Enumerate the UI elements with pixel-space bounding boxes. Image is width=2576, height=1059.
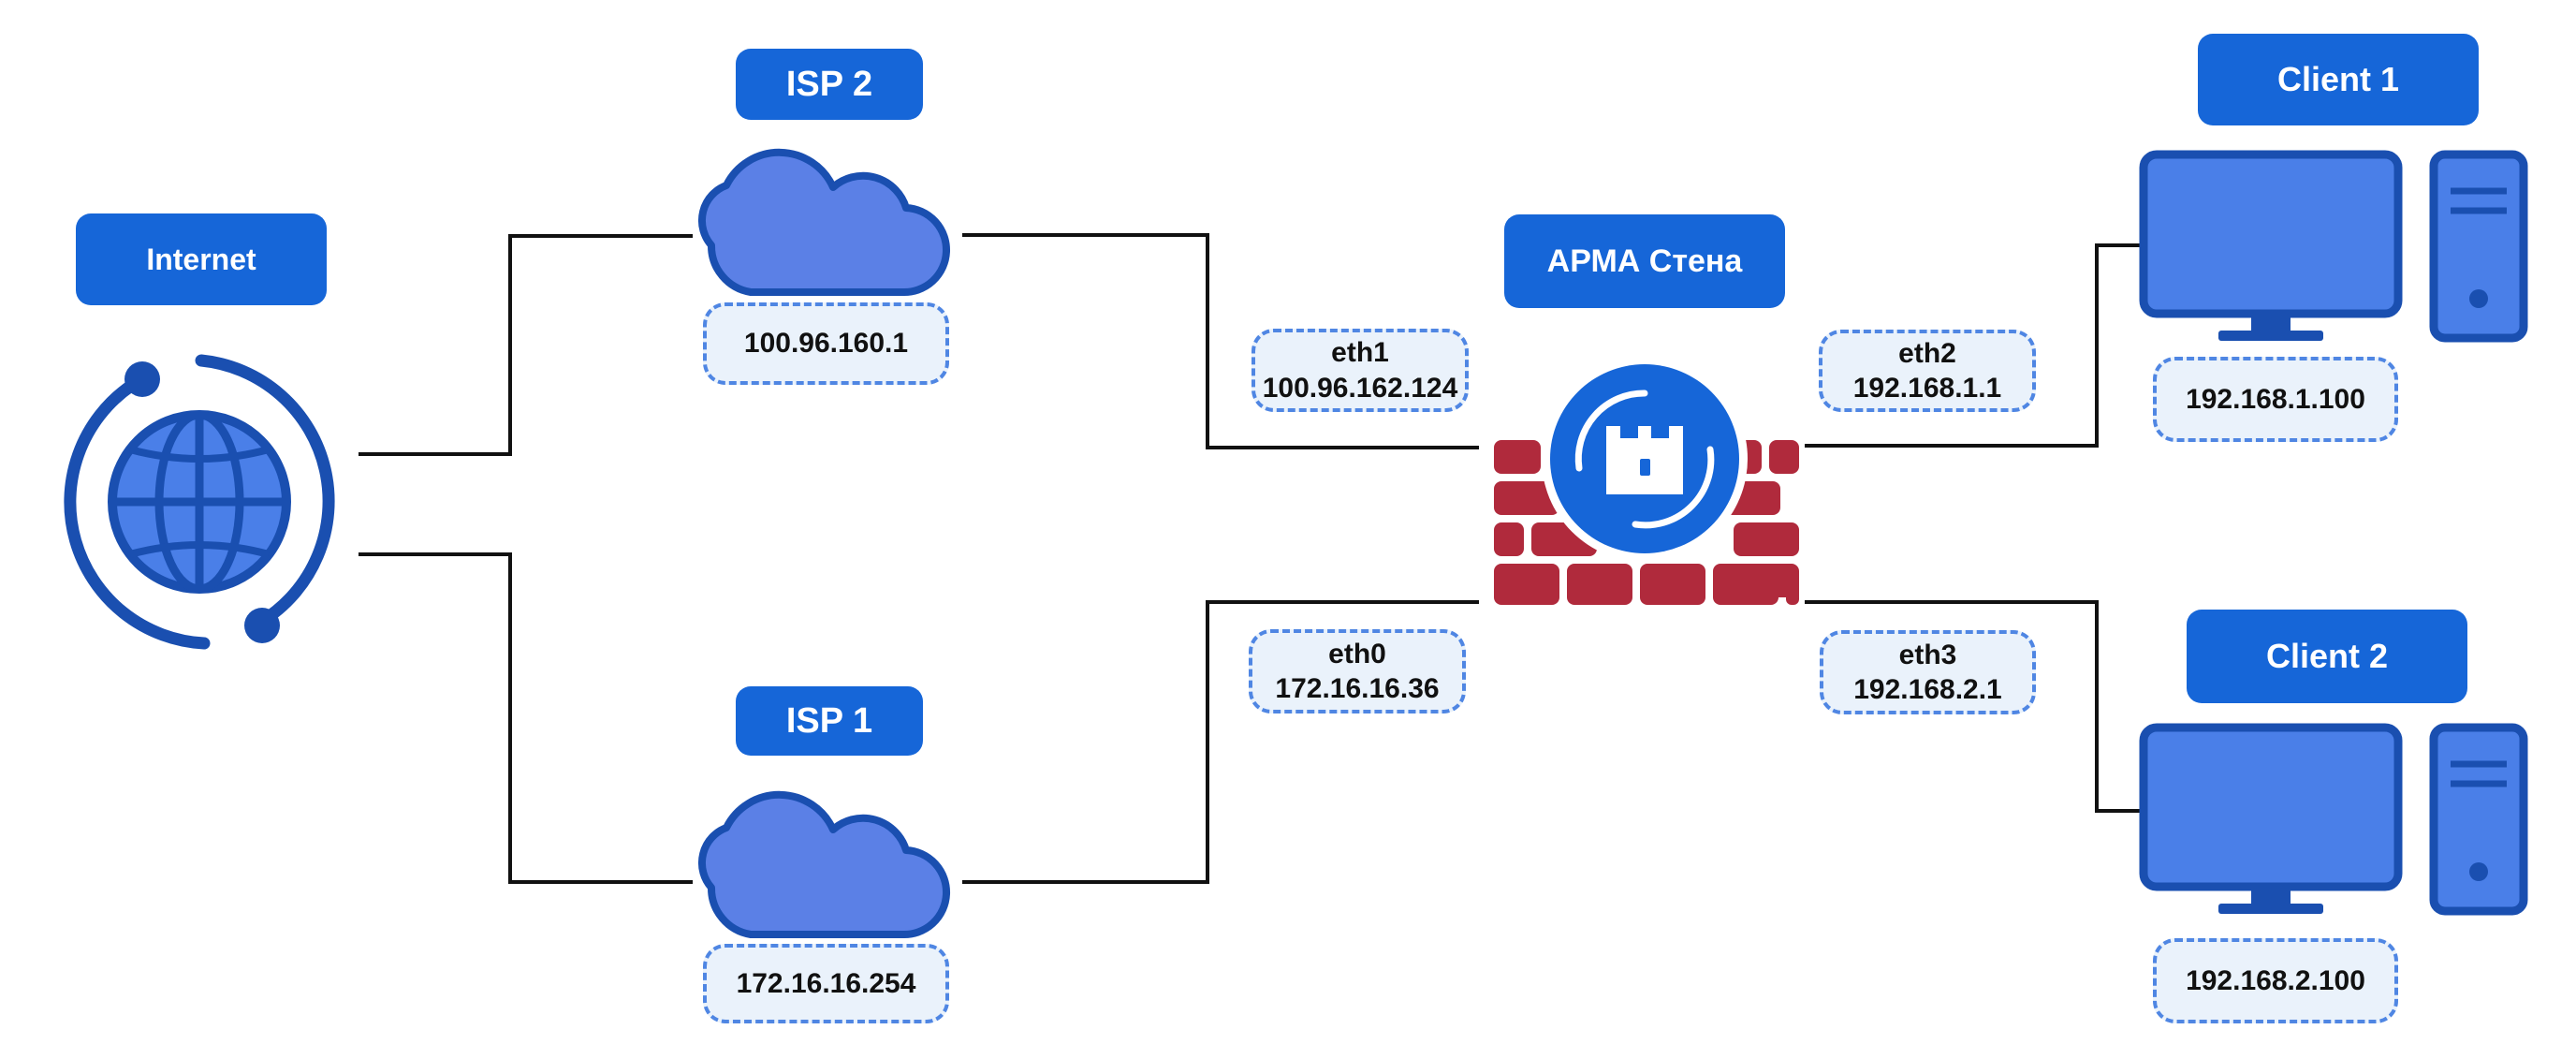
eth2-label: eth2 192.168.1.1 (1819, 330, 2036, 412)
isp2-ip-label: 100.96.160.1 (703, 302, 949, 385)
firewall-title: АРМА Стена (1504, 214, 1785, 308)
eth2-name: eth2 (1898, 337, 1956, 369)
link-eth3-client2 (1805, 600, 2141, 813)
isp2-title: ISP 2 (736, 49, 923, 120)
isp1-title: ISP 1 (736, 686, 923, 756)
link-isp1-eth0 (962, 600, 1479, 884)
client1-title: Client 1 (2198, 34, 2479, 125)
client2-title: Client 2 (2187, 610, 2467, 703)
isp1-ip-label: 172.16.16.254 (703, 944, 949, 1023)
client1-computer-icon (2139, 150, 2528, 343)
eth0-label: eth0 172.16.16.36 (1249, 629, 1466, 713)
arma-logo-icon (1542, 356, 1748, 562)
eth1-label: eth1 100.96.162.124 (1251, 329, 1469, 412)
eth0-name: eth0 (1328, 638, 1386, 669)
client2-ip: 192.168.2.100 (2186, 964, 2365, 996)
eth3-label: eth3 192.168.2.1 (1820, 630, 2036, 714)
link-internet-isp2 (359, 234, 693, 456)
link-internet-isp1 (359, 552, 693, 884)
isp2-cloud-icon (698, 148, 950, 297)
internet-globe-icon (64, 354, 335, 650)
eth3-name: eth3 (1898, 639, 1957, 670)
connectors (359, 233, 2141, 884)
link-eth2-client1 (1805, 243, 2141, 448)
client2-computer-icon (2139, 723, 2528, 916)
eth1-ip: 100.96.162.124 (1262, 372, 1458, 404)
internet-title: Internet (76, 213, 327, 305)
eth1-name: eth1 (1331, 337, 1389, 368)
eth3-ip: 192.168.2.1 (1853, 674, 2002, 705)
client1-ip: 192.168.1.100 (2186, 383, 2365, 415)
eth0-ip: 172.16.16.36 (1275, 673, 1440, 704)
client2-ip-label: 192.168.2.100 (2153, 938, 2398, 1023)
isp1-cloud-icon (698, 790, 950, 939)
client1-ip-label: 192.168.1.100 (2153, 357, 2398, 442)
isp1-ip: 172.16.16.254 (736, 967, 916, 999)
isp2-ip: 100.96.160.1 (743, 328, 909, 360)
eth2-ip: 192.168.1.1 (1852, 373, 2002, 404)
link-isp2-eth1 (962, 233, 1479, 449)
